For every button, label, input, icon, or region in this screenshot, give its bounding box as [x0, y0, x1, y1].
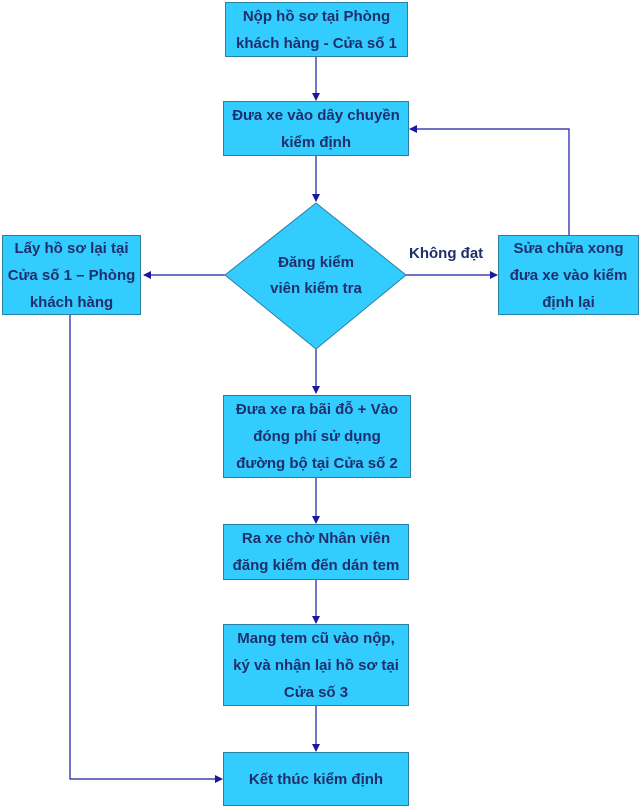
- arrow-retrieve-to-end: [69, 314, 223, 783]
- label-fail: Không đạt: [409, 245, 484, 262]
- node-retrieve-documents: Lấy hồ sơ lại tại Cửa số 1 – Phòng khách…: [2, 235, 141, 315]
- node-end-inspection: Kết thúc kiểm định: [223, 752, 409, 806]
- decision-diamond: [224, 202, 407, 350]
- node-repair-reinspect: Sửa chữa xong đưa xe vào kiểm định lại: [498, 235, 639, 315]
- node-pay-road-fee: Đưa xe ra bãi đỗ + Vào đóng phí sử dụng …: [223, 395, 411, 478]
- node-wait-for-stamp: Ra xe chờ Nhân viên đăng kiểm đến dán te…: [223, 524, 409, 580]
- node-inspector-check: Đăng kiểm viên kiểm tra: [270, 254, 362, 297]
- arrow-repair-to-line: [409, 125, 570, 235]
- node-submit-documents: Nộp hồ sơ tại Phòng khách hàng - Cửa số …: [225, 2, 408, 57]
- node-inspection-line: Đưa xe vào dây chuyền kiểm định: [223, 101, 409, 156]
- node-return-old-stamp: Mang tem cũ vào nộp, ký và nhận lại hồ s…: [223, 624, 409, 706]
